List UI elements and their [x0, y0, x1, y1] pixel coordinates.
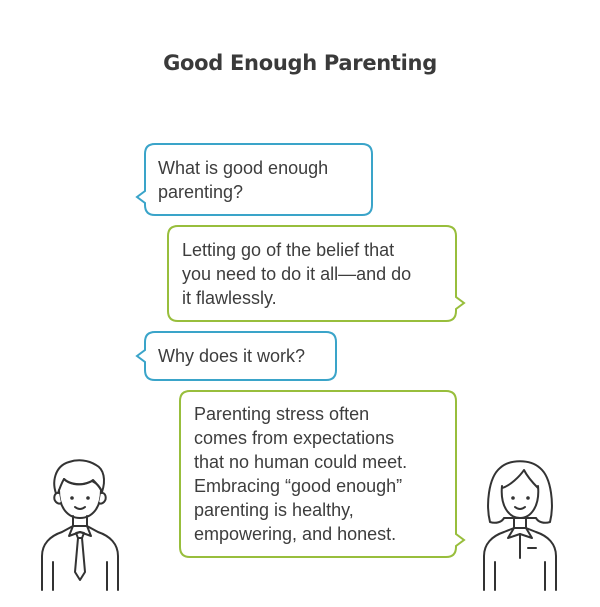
answer-bubble-2-outline	[179, 390, 466, 558]
bubble-line: What is good enough	[158, 158, 329, 178]
woman-icon	[483, 460, 557, 591]
page-title: Good Enough Parenting	[163, 51, 437, 75]
bubble-line: you need to do it all—and do	[182, 264, 412, 284]
bubble-line: empowering, and honest.	[194, 524, 397, 544]
bubble-line: parenting is healthy,	[194, 500, 354, 520]
bubble-line: comes from expectations	[194, 428, 395, 448]
answer-bubble-2-text: Parenting stress often comes from expect…	[194, 402, 407, 546]
answer-bubble-1-outline	[167, 225, 466, 322]
bubble-line: it flawlessly.	[182, 288, 277, 308]
bubble-line: Parenting stress often	[194, 404, 370, 424]
bubble-line: parenting?	[158, 182, 244, 202]
bubble-line: Embracing “good enough”	[194, 476, 403, 496]
question-bubble-1-outline	[135, 143, 373, 216]
man-icon	[41, 459, 119, 591]
question-bubble-1-text: What is good enough parenting?	[158, 156, 328, 204]
question-bubble-2-outline	[135, 331, 337, 381]
bubble-line: Why does it work?	[158, 346, 306, 366]
question-bubble-2-text: Why does it work?	[158, 344, 305, 368]
bubble-line: that no human could meet.	[194, 452, 408, 472]
answer-bubble-1-text: Letting go of the belief that you need t…	[182, 238, 411, 310]
bubble-line: Letting go of the belief that	[182, 240, 395, 260]
